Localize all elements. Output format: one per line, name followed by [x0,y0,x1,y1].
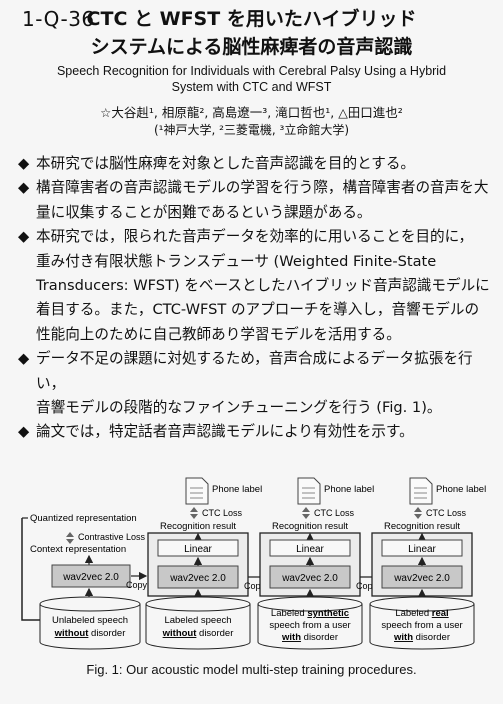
bullet-line: 着目する。また，CTC-WFST のアプローチを導入し，音響モデルの [36,301,480,319]
title-en-line2: System with CTC and WFST [171,80,332,94]
svg-text:with disorder: with disorder [281,632,338,643]
recognition-result-label: Recognition result [384,521,460,532]
bullet-line: 論文では，特定話者音声認識モデルにより有効性を示す。 [36,423,414,441]
phone-label-doc-icon [297,477,321,505]
bullet-item: ◆ 構音障害者の音声認識モデルの学習を行う際，構音障害者の音声を大量に収集すること… [18,176,490,225]
bullet-line: 構音障害者の音声認識モデルの学習を行う際，構音障害者の音声を大 [36,179,489,197]
phone-label-doc-icon [185,477,209,505]
recognition-result-label: Recognition result [272,521,348,532]
wav2vec-box [381,565,463,589]
bullet-marker: ◆ [18,350,30,368]
svg-text:wav2vec 2.0: wav2vec 2.0 [169,573,226,584]
ctc-loss-label: CTC Loss [314,508,355,518]
bullet-line: 重み付き有限状態トランスデューサ (Weighted Finite-State [36,252,437,270]
bullet-marker: ◆ [18,155,30,172]
phone-label-text: Phone label [212,484,262,495]
title-ja-line2: システムによる脳性麻痺者の音声認識 [90,36,413,58]
context-representation-label: Context representation [30,544,126,555]
ctc-loss-label: CTC Loss [426,508,467,518]
bullet-marker: ◆ [18,179,30,197]
svg-text:wav2vec 2.0: wav2vec 2.0 [62,572,119,583]
copy-label: Copy [244,581,266,591]
bullet-line: 量に収集することが困難であるという課題がある。 [36,203,372,221]
bullet-item: ◆ データ不足の課題に対処するため，音声合成によるデータ拡張を行い， 音響モデルの段… [18,347,490,420]
phone-label-text: Phone label [436,484,486,495]
svg-text:speech from a user: speech from a user [269,620,350,631]
bullet-item: ◆ 本研究では，限られた音声データを効率的に用いることを目的に， 重み付き有限状態ト… [18,225,490,347]
svg-text:wav2vec 2.0: wav2vec 2.0 [281,573,338,584]
paper-id: 1-Q-36 [22,7,95,31]
bullet-line: データ不足の課題に対処するため，音声合成によるデータ拡張を行い， [36,350,473,392]
database-unlabeled-speech: Unlabeled speech without disorder [39,596,141,650]
svg-text:Linear: Linear [296,544,324,555]
training-procedure-figure: Quantized representation Contrastive Los… [21,477,486,650]
bullet-line: Transducers: WFST) をベースとしたハイブリッド音声認識モデルに [36,277,490,295]
bullet-marker: ◆ [18,423,30,441]
database-labeled-synthetic [257,604,363,650]
svg-text:Linear: Linear [184,544,212,555]
wav2vec-box [157,565,239,589]
ctc-double-arrow [190,507,198,519]
svg-text:without disorder: without disorder [162,628,234,639]
bullet-item: ◆ 本研究では脳性麻痺を対象とした音声認識を目的とする。 [18,152,490,176]
contrastive-loss-label: Contrastive Loss [78,532,146,542]
bullet-line: 性能向上のために自己教師あり学習モデルを活用する。 [36,325,401,343]
svg-text:Unlabeled speech: Unlabeled speech [52,615,128,626]
ctc-loss-label: CTC Loss [202,508,243,518]
phone-label-text: Phone label [324,484,374,495]
linear-box [269,539,351,557]
title-en-line1: Speech Recognition for Individuals with … [56,64,447,78]
wav2vec-box [269,565,351,589]
svg-text:speech from a user: speech from a user [381,620,462,631]
svg-text:Labeled synthetic: Labeled synthetic [271,608,349,619]
bullet-line: 音響モデルの段階的なファインチューニングを行う (Fig. 1)。 [36,399,442,417]
svg-text:without disorder: without disorder [54,628,126,639]
authors: ☆大谷赳¹, 相原龍², 高島遼一³, 滝口哲也¹, △田口進也² [100,105,403,120]
phone-label-doc-icon [409,477,433,505]
svg-text:wav2vec 2.0: wav2vec 2.0 [393,573,450,584]
linear-box [381,539,463,557]
wav2vec-stage1 [51,564,131,588]
database-labeled-speech [145,604,251,650]
svg-text:with disorder: with disorder [393,632,450,643]
bullet-list: ◆ 本研究では脳性麻痺を対象とした音声認識を目的とする。 ◆ 構音障害者の音声認識モデ… [18,152,490,445]
figure-caption: Fig. 1: Our acoustic model multi-step tr… [86,662,417,677]
bullet-line: 本研究では脳性麻痺を対象とした音声認識を目的とする。 [36,155,416,172]
bullet-marker: ◆ [18,228,30,246]
quantized-representation-label: Quantized representation [30,513,137,524]
linear-box [157,539,239,557]
ctc-double-arrow [302,507,310,519]
bullet-item: ◆ 論文では，特定話者音声認識モデルにより有効性を示す。 [18,420,490,444]
copy-label: Copy [356,581,378,591]
copy-label-1: Copy [126,580,148,590]
title-ja-line1: CTC と WFST を用いたハイブリッド [86,8,417,30]
svg-text:Labeled speech: Labeled speech [164,615,231,626]
bullet-line: 本研究では，限られた音声データを効率的に用いることを目的に， [36,228,474,246]
database-labeled-real [369,604,475,650]
contrastive-double-arrow [66,532,74,544]
recognition-result-label: Recognition result [160,521,236,532]
svg-text:Labeled real: Labeled real [395,608,448,619]
svg-text:Linear: Linear [408,544,436,555]
ctc-double-arrow [414,507,422,519]
affiliations: (¹神戸大学, ²三菱電機, ³立命館大学) [153,123,350,137]
